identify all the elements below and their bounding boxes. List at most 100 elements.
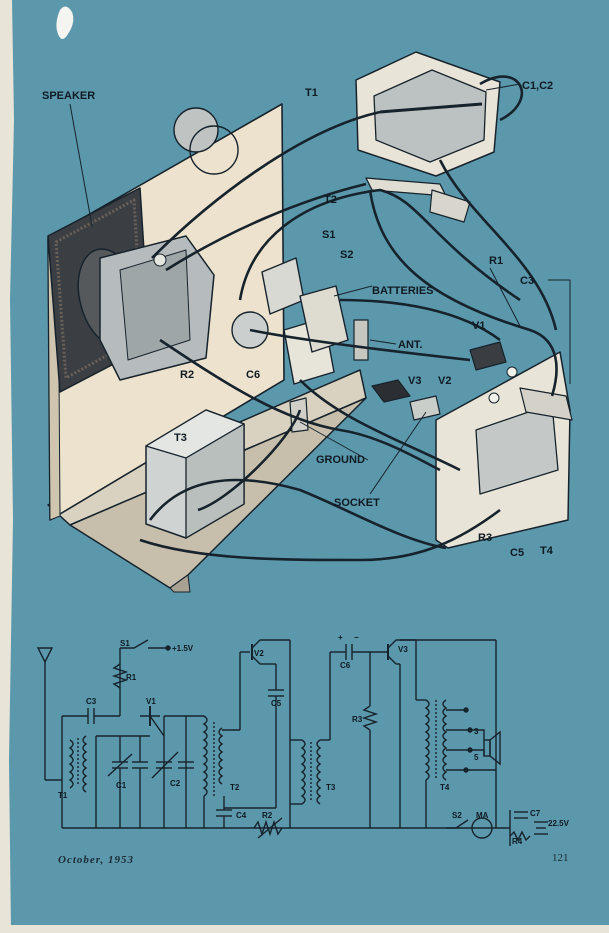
wire bbox=[165, 182, 367, 272]
sch-label-t4: T4 bbox=[440, 783, 450, 792]
sch-label-plus: + bbox=[338, 633, 343, 642]
wire bbox=[299, 379, 461, 472]
switch-s1 bbox=[120, 639, 149, 649]
leader-c1c2 bbox=[485, 83, 521, 91]
label-c5: C5 bbox=[510, 547, 524, 559]
schematic-labels: S1 +1.5V R1 C3 V1 T1 C1 C2 V2 C5 T2 C4 R… bbox=[58, 633, 570, 846]
page-date: October, 1953 bbox=[58, 854, 134, 866]
coil-t3-secondary bbox=[316, 739, 322, 805]
sch-label-c6: C6 bbox=[340, 661, 351, 670]
wire bbox=[148, 478, 447, 550]
sch-label-ma: MA bbox=[476, 811, 489, 820]
speaker-cone-symbol bbox=[489, 730, 501, 766]
sch-label-r3: R3 bbox=[352, 715, 363, 724]
paper-edge-left bbox=[0, 0, 14, 933]
leader-socket bbox=[369, 411, 427, 495]
sch-label-v1: V1 bbox=[146, 697, 156, 706]
sch-label-c5: C5 bbox=[271, 699, 282, 708]
sch-label-c1: C1 bbox=[116, 781, 127, 790]
switch-s2 bbox=[446, 819, 469, 829]
label-batteries: BATTERIES bbox=[372, 285, 434, 297]
sch-label-v2: V2 bbox=[254, 649, 264, 658]
label-socket: SOCKET bbox=[334, 497, 380, 509]
sch-label-tap3: 3 bbox=[474, 727, 479, 736]
sch-label-tap5: 5 bbox=[474, 753, 479, 762]
wire bbox=[159, 338, 441, 472]
sch-label-minus: − bbox=[354, 633, 359, 642]
label-r3: R3 bbox=[478, 532, 492, 544]
rivet bbox=[488, 392, 500, 404]
label-r2: R2 bbox=[180, 369, 194, 381]
speaker-terminal bbox=[153, 253, 167, 267]
resistor-r1 bbox=[111, 663, 129, 689]
coil-t2-secondary bbox=[218, 727, 224, 785]
tuning-capacitor bbox=[373, 69, 487, 163]
v3-lead bbox=[387, 655, 397, 665]
leader-speaker bbox=[69, 103, 93, 227]
sch-label-t3: T3 bbox=[326, 783, 336, 792]
wire bbox=[151, 110, 381, 259]
antenna-symbol bbox=[36, 647, 54, 664]
v2-lead bbox=[251, 639, 261, 649]
label-c3: C3 bbox=[520, 275, 534, 287]
v1-lead bbox=[149, 715, 165, 737]
pictorial-diagram: SPEAKER T1 C1,C2 T2 S1 S2 BATTERIES R1 C… bbox=[42, 51, 573, 593]
tuning-shaft bbox=[379, 102, 483, 114]
label-c6: C6 bbox=[246, 369, 260, 381]
speaker-coil-symbol bbox=[483, 739, 491, 757]
sch-label-r1: R1 bbox=[126, 673, 137, 682]
pictorial-labels: SPEAKER T1 C1,C2 T2 S1 S2 BATTERIES R1 C… bbox=[42, 80, 554, 559]
c1-arrow bbox=[107, 753, 133, 777]
sch-label-c3: C3 bbox=[86, 697, 97, 706]
sch-label-t2: T2 bbox=[230, 783, 240, 792]
sch-label-c7: C7 bbox=[530, 809, 541, 818]
c2-arrow bbox=[151, 751, 179, 779]
meter-ma bbox=[471, 817, 493, 839]
speaker-magnet-face bbox=[119, 249, 191, 361]
rivet bbox=[506, 366, 518, 378]
leader-r1 bbox=[489, 267, 521, 327]
coil-t1-primary bbox=[68, 739, 74, 789]
leader-ant bbox=[369, 339, 397, 345]
label-v1: V1 bbox=[472, 320, 485, 332]
coil-t3-primary bbox=[300, 739, 306, 805]
resistor-r4 bbox=[509, 830, 531, 842]
battery-2 bbox=[299, 285, 349, 353]
chassis-lip bbox=[169, 574, 191, 593]
leaders bbox=[69, 83, 571, 495]
sch-label-v225: 22.5V bbox=[548, 819, 570, 828]
coil-t2-primary bbox=[202, 715, 208, 797]
label-speaker: SPEAKER bbox=[42, 90, 95, 102]
coil-t1-secondary bbox=[82, 735, 88, 793]
wire bbox=[139, 508, 501, 562]
wire bbox=[339, 298, 501, 342]
r2-arrow bbox=[257, 817, 283, 839]
label-s2: S2 bbox=[340, 249, 353, 261]
label-t4: T4 bbox=[540, 545, 554, 557]
wire bbox=[470, 729, 485, 740]
wire bbox=[197, 409, 302, 512]
sch-label-r2: R2 bbox=[262, 811, 273, 820]
v2-lead bbox=[251, 655, 261, 665]
label-r1: R1 bbox=[489, 255, 503, 267]
label-c1c2: C1,C2 bbox=[522, 80, 553, 92]
label-v3: V3 bbox=[408, 375, 421, 387]
speaker-back-ring bbox=[173, 107, 219, 153]
schematic-diagram bbox=[36, 639, 548, 846]
tube-v1 bbox=[469, 341, 507, 371]
label-s1: S1 bbox=[322, 229, 335, 241]
sch-label-s1: S1 bbox=[120, 639, 130, 648]
sch-label-c2: C2 bbox=[170, 779, 181, 788]
leader-batteries bbox=[333, 285, 373, 297]
label-t2: T2 bbox=[324, 194, 337, 206]
terminal bbox=[165, 645, 171, 651]
wire bbox=[479, 75, 523, 122]
paper-stain bbox=[56, 6, 74, 40]
wiring bbox=[139, 75, 558, 562]
wire bbox=[238, 188, 521, 302]
label-ant: ANT. bbox=[398, 339, 422, 351]
leader-c3 bbox=[548, 279, 571, 384]
v3-lead bbox=[387, 639, 397, 649]
